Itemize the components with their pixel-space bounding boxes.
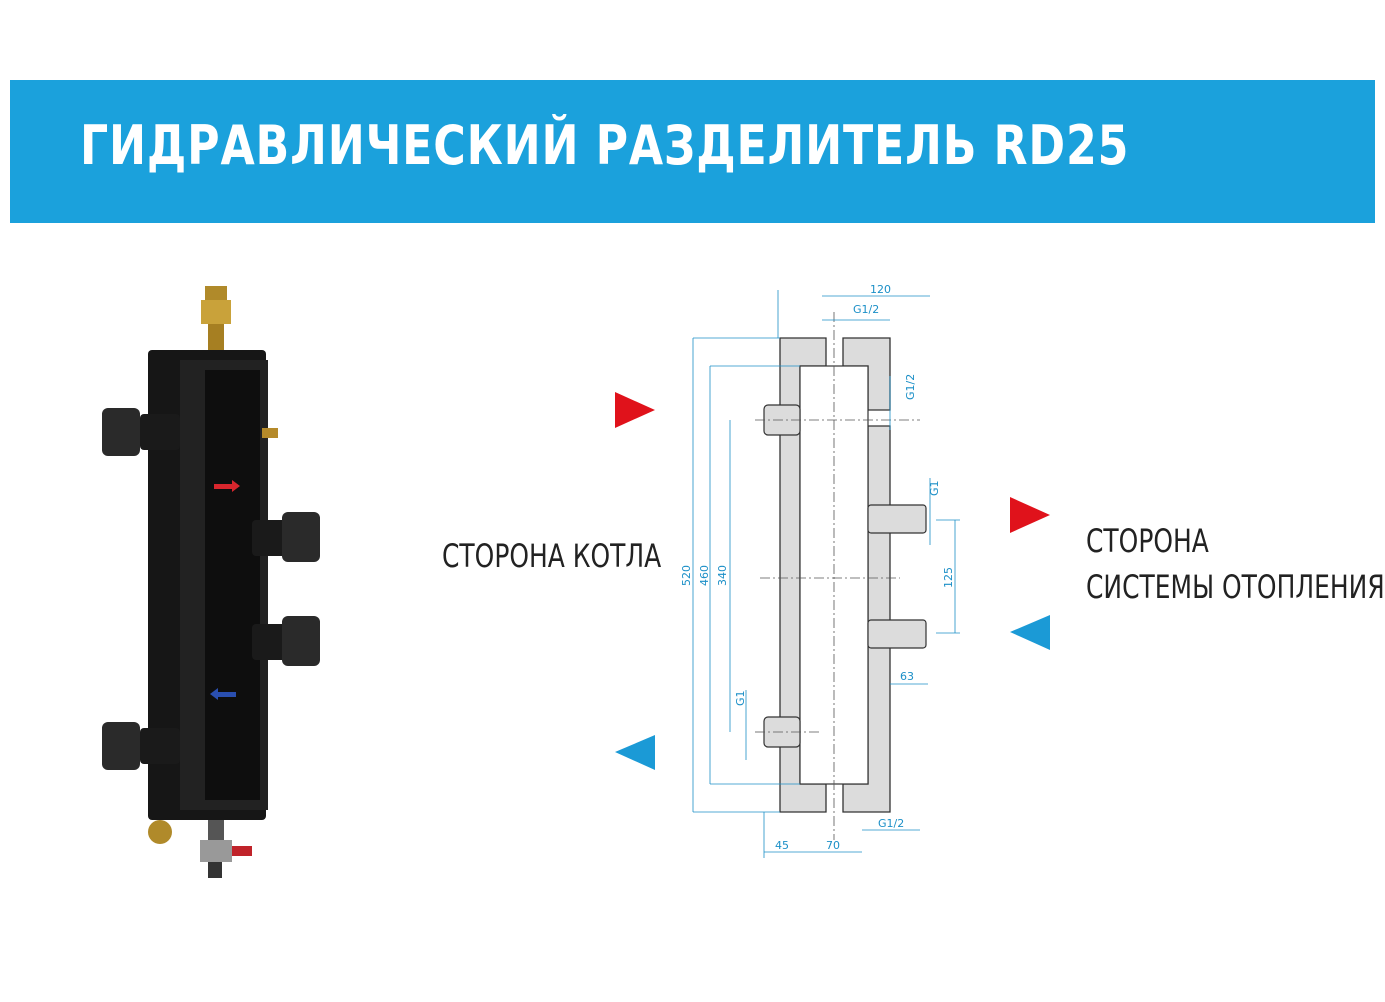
boiler-side-label: СТОРОНА КОТЛА [442, 537, 662, 575]
dim-125: 125 [942, 567, 955, 588]
boiler-cold-arrow-icon [615, 735, 655, 770]
dim-g12-right: G1/2 [904, 374, 917, 400]
dim-63: 63 [900, 670, 914, 683]
drain-cap [148, 820, 172, 844]
dim-520: 520 [680, 565, 693, 586]
dim-340: 340 [716, 565, 729, 586]
nipple [262, 428, 278, 438]
right-bottom-coupling [252, 616, 320, 666]
blue-flow-icon [218, 692, 236, 697]
title-banner: ГИДРАВЛИЧЕСКИЙ РАЗДЕЛИТЕЛЬ RD25 [10, 80, 1375, 223]
left-top-coupling [102, 408, 180, 456]
dim-460: 460 [698, 565, 711, 586]
drain-handle [232, 846, 252, 856]
system-side-label-line1: СТОРОНА [1086, 522, 1209, 560]
right-top-coupling [252, 512, 320, 562]
dim-g12-bottom: G1/2 [878, 817, 904, 830]
blue-arrow-head-icon [210, 688, 218, 700]
separator-body [205, 370, 260, 800]
system-hot-arrow-icon [1010, 497, 1050, 533]
dim-g12-top: G1/2 [853, 303, 879, 316]
dim-120: 120 [870, 283, 891, 296]
air-vent-cap [205, 286, 227, 300]
port-right-bottom [867, 619, 927, 649]
boiler-hot-arrow-icon [615, 392, 655, 428]
dim-g1-right: G1 [928, 480, 941, 496]
air-vent-body [201, 300, 231, 324]
drain-outlet [208, 862, 222, 878]
port-right-top [867, 504, 927, 534]
drain-stem [208, 820, 224, 840]
system-side-label-line2: СИСТЕМЫ ОТОПЛЕНИЯ [1086, 568, 1385, 606]
red-flow-icon [214, 484, 232, 489]
air-vent-stem [208, 324, 224, 350]
dim-45: 45 [775, 839, 789, 852]
system-cold-arrow-icon [1010, 615, 1050, 650]
drain-valve [200, 840, 232, 862]
page-title: ГИДРАВЛИЧЕСКИЙ РАЗДЕЛИТЕЛЬ RD25 [80, 114, 1130, 177]
dim-g1-left: G1 [734, 690, 747, 706]
left-bottom-coupling [102, 722, 180, 770]
dim-70: 70 [826, 839, 840, 852]
red-arrow-head-icon [232, 480, 240, 492]
